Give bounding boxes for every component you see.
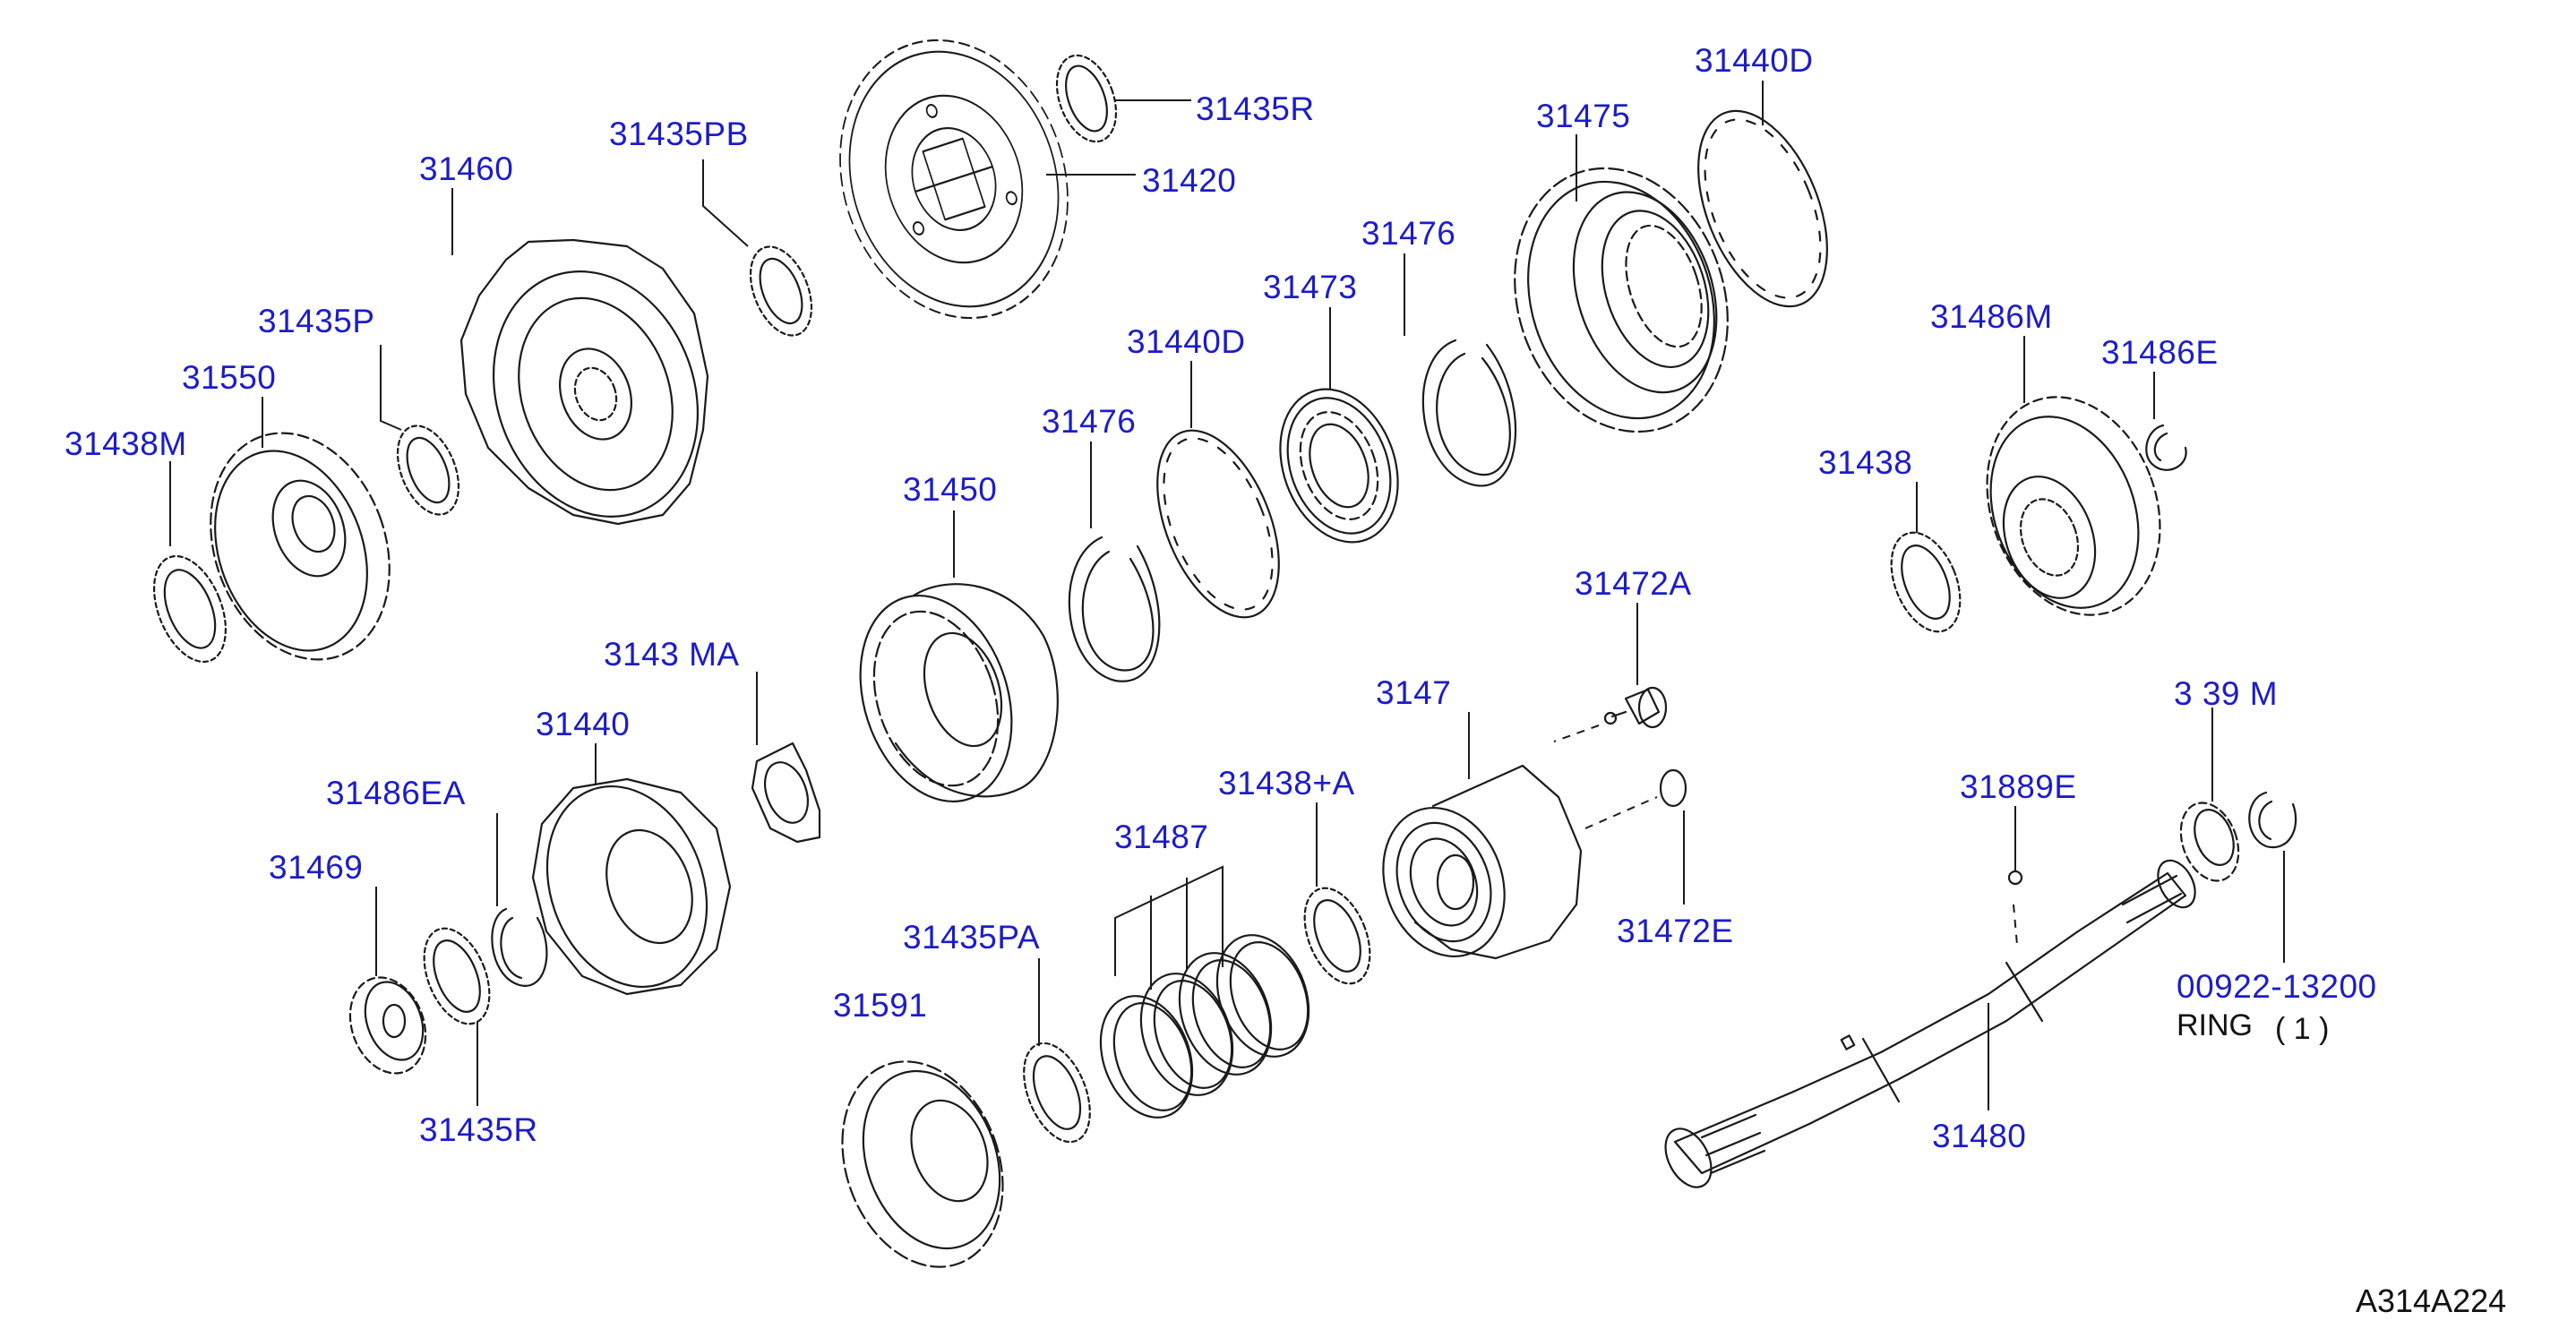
callout-31435R-bottom: 31435R (419, 1111, 538, 1148)
callout-31591: 31591 (833, 987, 928, 1024)
callout-31440: 31440 (536, 706, 631, 742)
callout-31435PB: 31435PB (609, 116, 749, 152)
part-31460-housing (459, 238, 709, 526)
part-31591-gear (841, 1060, 1004, 1268)
part-31550-gear (210, 432, 391, 661)
dash-31472A (1553, 725, 1600, 742)
part-31486E-snap-ring (2145, 424, 2187, 471)
part-31475-gear (1514, 167, 1729, 433)
callout-31469: 31469 (269, 849, 364, 886)
part-31438M-washer (152, 554, 228, 664)
part-31435PB-washer (749, 245, 813, 337)
callout-3143xMA: 3143 MA (604, 636, 740, 673)
callout-31487: 31487 (1114, 819, 1209, 855)
part-31472A (1603, 686, 1668, 729)
callout-31438M: 31438M (64, 425, 187, 462)
callout-31472E: 31472E (1617, 913, 1734, 949)
callout-31475: 31475 (1536, 98, 1631, 134)
callout-31438A: 31438+A (1218, 765, 1355, 802)
part-31440-carrier (531, 777, 732, 996)
part-31438-washer (1890, 531, 1962, 633)
part-31435R-washer-top (1055, 54, 1118, 143)
ring-label: RING (2177, 1008, 2253, 1042)
callout-31440D-mid: 31440D (1127, 323, 1246, 360)
callout-31435PA: 31435PA (903, 919, 1040, 956)
part-00922-13200-ring (2248, 791, 2297, 849)
part-31476-snap-ring-upper (1421, 339, 1517, 487)
part-31450-drum (859, 583, 1059, 803)
callout-31889E: 31889E (1960, 768, 2077, 805)
leader-lines (169, 81, 2285, 1110)
callout-3x39xM: 3 39 M (2174, 675, 2279, 712)
callout-31435R-top: 31435R (1196, 90, 1315, 127)
part-3147x-piston (1382, 764, 1583, 960)
part-31889E-ball (2007, 870, 2023, 886)
part-3x39xM-gear (2179, 802, 2240, 882)
ring-quantity: ( 1 ) (2275, 1012, 2330, 1046)
diagram-code: A314A224 (2356, 1282, 2507, 1319)
part-31440D-washer-top (1697, 109, 1828, 308)
part-31473-bearing (1279, 388, 1399, 544)
part-31472E-ball (1659, 768, 1687, 808)
callout-31472A: 31472A (1575, 565, 1692, 602)
dash-31472E (1584, 796, 1658, 829)
part-31435PA-washer (1023, 1042, 1091, 1144)
callout-31435P: 31435P (258, 303, 375, 339)
callout-31450: 31450 (903, 471, 998, 508)
part-31486M-gear (1986, 396, 2161, 616)
callout-00922-13200: 00922-13200 (2177, 968, 2377, 1005)
callout-31476-upper: 31476 (1361, 215, 1456, 252)
part-31438A-washer (1303, 887, 1371, 985)
part-31469-gear (348, 976, 427, 1075)
callout-31476-mid: 31476 (1042, 403, 1137, 440)
part-31435R-washer-bottom (423, 927, 491, 1025)
part-31487-seal-rings (1099, 934, 1310, 1119)
part-31486EA-snap-ring (491, 907, 548, 987)
callout-31473: 31473 (1263, 269, 1358, 305)
part-31435MA-thrust-plate (751, 742, 821, 844)
callout-3147x: 3147 (1376, 674, 1452, 711)
part-31435P-washer (396, 424, 460, 516)
part-31476-snap-ring-mid (1068, 536, 1161, 682)
callout-31486EA: 31486EA (326, 775, 466, 811)
part-31480-shaft (1664, 859, 2196, 1188)
callout-31486M: 31486M (1930, 298, 2053, 335)
callout-31550: 31550 (182, 359, 277, 396)
part-31440D-washer-mid (1156, 429, 1280, 619)
part-31420-sprocket (839, 39, 1069, 320)
callout-31486E: 31486E (2101, 334, 2219, 371)
callout-31420: 31420 (1142, 162, 1237, 199)
callout-31440D-top: 31440D (1695, 42, 1814, 79)
callout-31460: 31460 (419, 150, 514, 187)
dash-31889E (2013, 904, 2018, 946)
callout-31480: 31480 (1932, 1118, 2027, 1154)
callout-31438: 31438 (1818, 444, 1913, 481)
